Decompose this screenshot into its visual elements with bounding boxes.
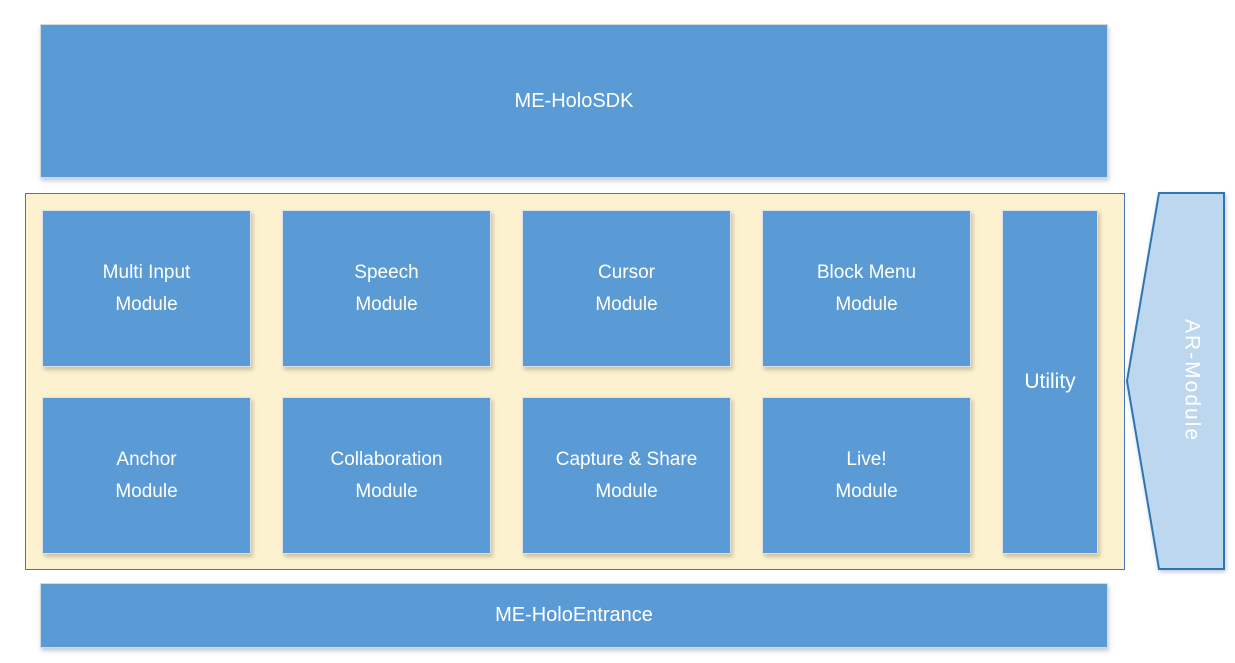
me-holosdk-bar: ME-HoloSDK bbox=[40, 24, 1108, 178]
module-anchor: Anchor Module bbox=[42, 397, 251, 554]
module-collaboration: Collaboration Module bbox=[282, 397, 491, 554]
module-capture-share: Capture & Share Module bbox=[522, 397, 731, 554]
me-holoentrance-bar: ME-HoloEntrance bbox=[40, 583, 1108, 648]
module-utility: Utility bbox=[1002, 210, 1098, 554]
left-arrow-pentagon-icon bbox=[1126, 192, 1225, 570]
me-holoentrance-label: ME-HoloEntrance bbox=[495, 604, 653, 626]
ar-module-arrow-outline bbox=[1126, 192, 1225, 570]
module-speech: Speech Module bbox=[282, 210, 491, 367]
module-panel: Multi Input Module Speech Module Cursor … bbox=[25, 193, 1125, 570]
module-block-menu: Block Menu Module bbox=[762, 210, 971, 367]
module-multi-input: Multi Input Module bbox=[42, 210, 251, 367]
ar-module-shape: AR-Module bbox=[1126, 192, 1225, 570]
ar-module-label: AR-Module bbox=[1180, 319, 1204, 443]
module-cursor: Cursor Module bbox=[522, 210, 731, 367]
module-live: Live! Module bbox=[762, 397, 971, 554]
me-holosdk-label: ME-HoloSDK bbox=[514, 89, 634, 112]
